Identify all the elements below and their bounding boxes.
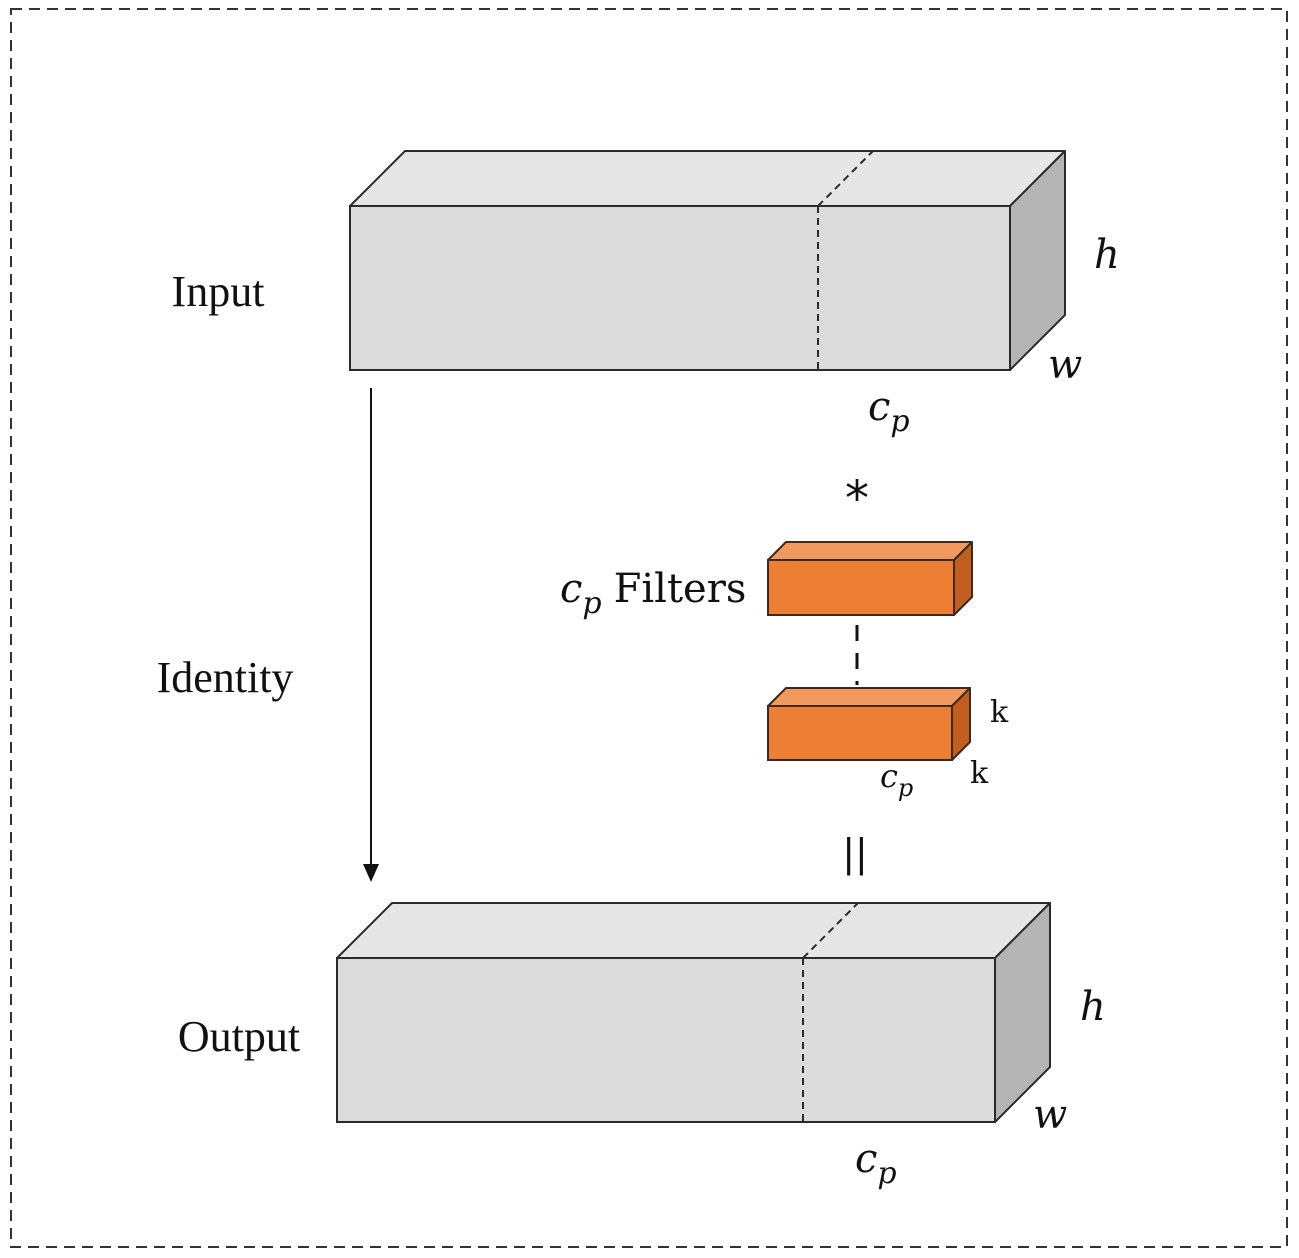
output-block-top-face xyxy=(336,902,1051,959)
identity-arrow-head xyxy=(363,864,379,882)
filter-block-first xyxy=(767,541,973,616)
filter-channel-sub: p xyxy=(898,774,913,802)
convolution-symbol: * xyxy=(845,471,869,527)
filter2-front-face xyxy=(767,705,953,761)
output-channel-c: c xyxy=(855,1136,877,1182)
output-label: Output xyxy=(178,1012,300,1061)
input-block-top-face xyxy=(349,150,1066,207)
filters-word: Filters xyxy=(614,566,747,612)
output-height-label: h xyxy=(1080,984,1106,1030)
filters-prefix-c: c xyxy=(560,566,582,612)
input-height-label: h xyxy=(1094,232,1120,278)
input-channel-c: c xyxy=(868,384,890,430)
equals-symbol: || xyxy=(842,831,868,876)
input-partition-dashed-top xyxy=(817,150,874,207)
output-width-label: w xyxy=(1033,1092,1067,1138)
output-channel-label: cp xyxy=(855,1136,897,1191)
outer-dashed-frame xyxy=(10,8,1288,1248)
filter-channel-label: cp xyxy=(880,757,913,802)
output-block-front-face xyxy=(336,957,996,1123)
identity-arrow xyxy=(363,388,379,882)
filter2-top-face xyxy=(767,687,971,707)
input-label: Input xyxy=(172,267,265,316)
input-tensor-block xyxy=(349,150,1066,371)
output-partition-dashed-top xyxy=(802,902,859,959)
identity-label: Identity xyxy=(157,653,294,702)
filters-prefix-sub: p xyxy=(582,586,601,621)
input-channel-label: cp xyxy=(868,384,910,439)
output-channel-sub: p xyxy=(877,1156,896,1191)
output-tensor-block xyxy=(336,902,1051,1123)
input-channel-sub: p xyxy=(890,404,909,439)
filter1-top-face xyxy=(767,541,973,561)
filter-channel-c: c xyxy=(880,757,898,795)
input-width-label: w xyxy=(1048,342,1082,388)
filter-k-height-label: k xyxy=(990,695,1009,730)
filter1-front-face xyxy=(767,559,955,616)
filters-label: cp Filters xyxy=(560,566,746,621)
filter-k-width-label: k xyxy=(970,756,989,791)
input-block-front-face xyxy=(349,205,1011,371)
filter-block-last xyxy=(767,687,971,761)
